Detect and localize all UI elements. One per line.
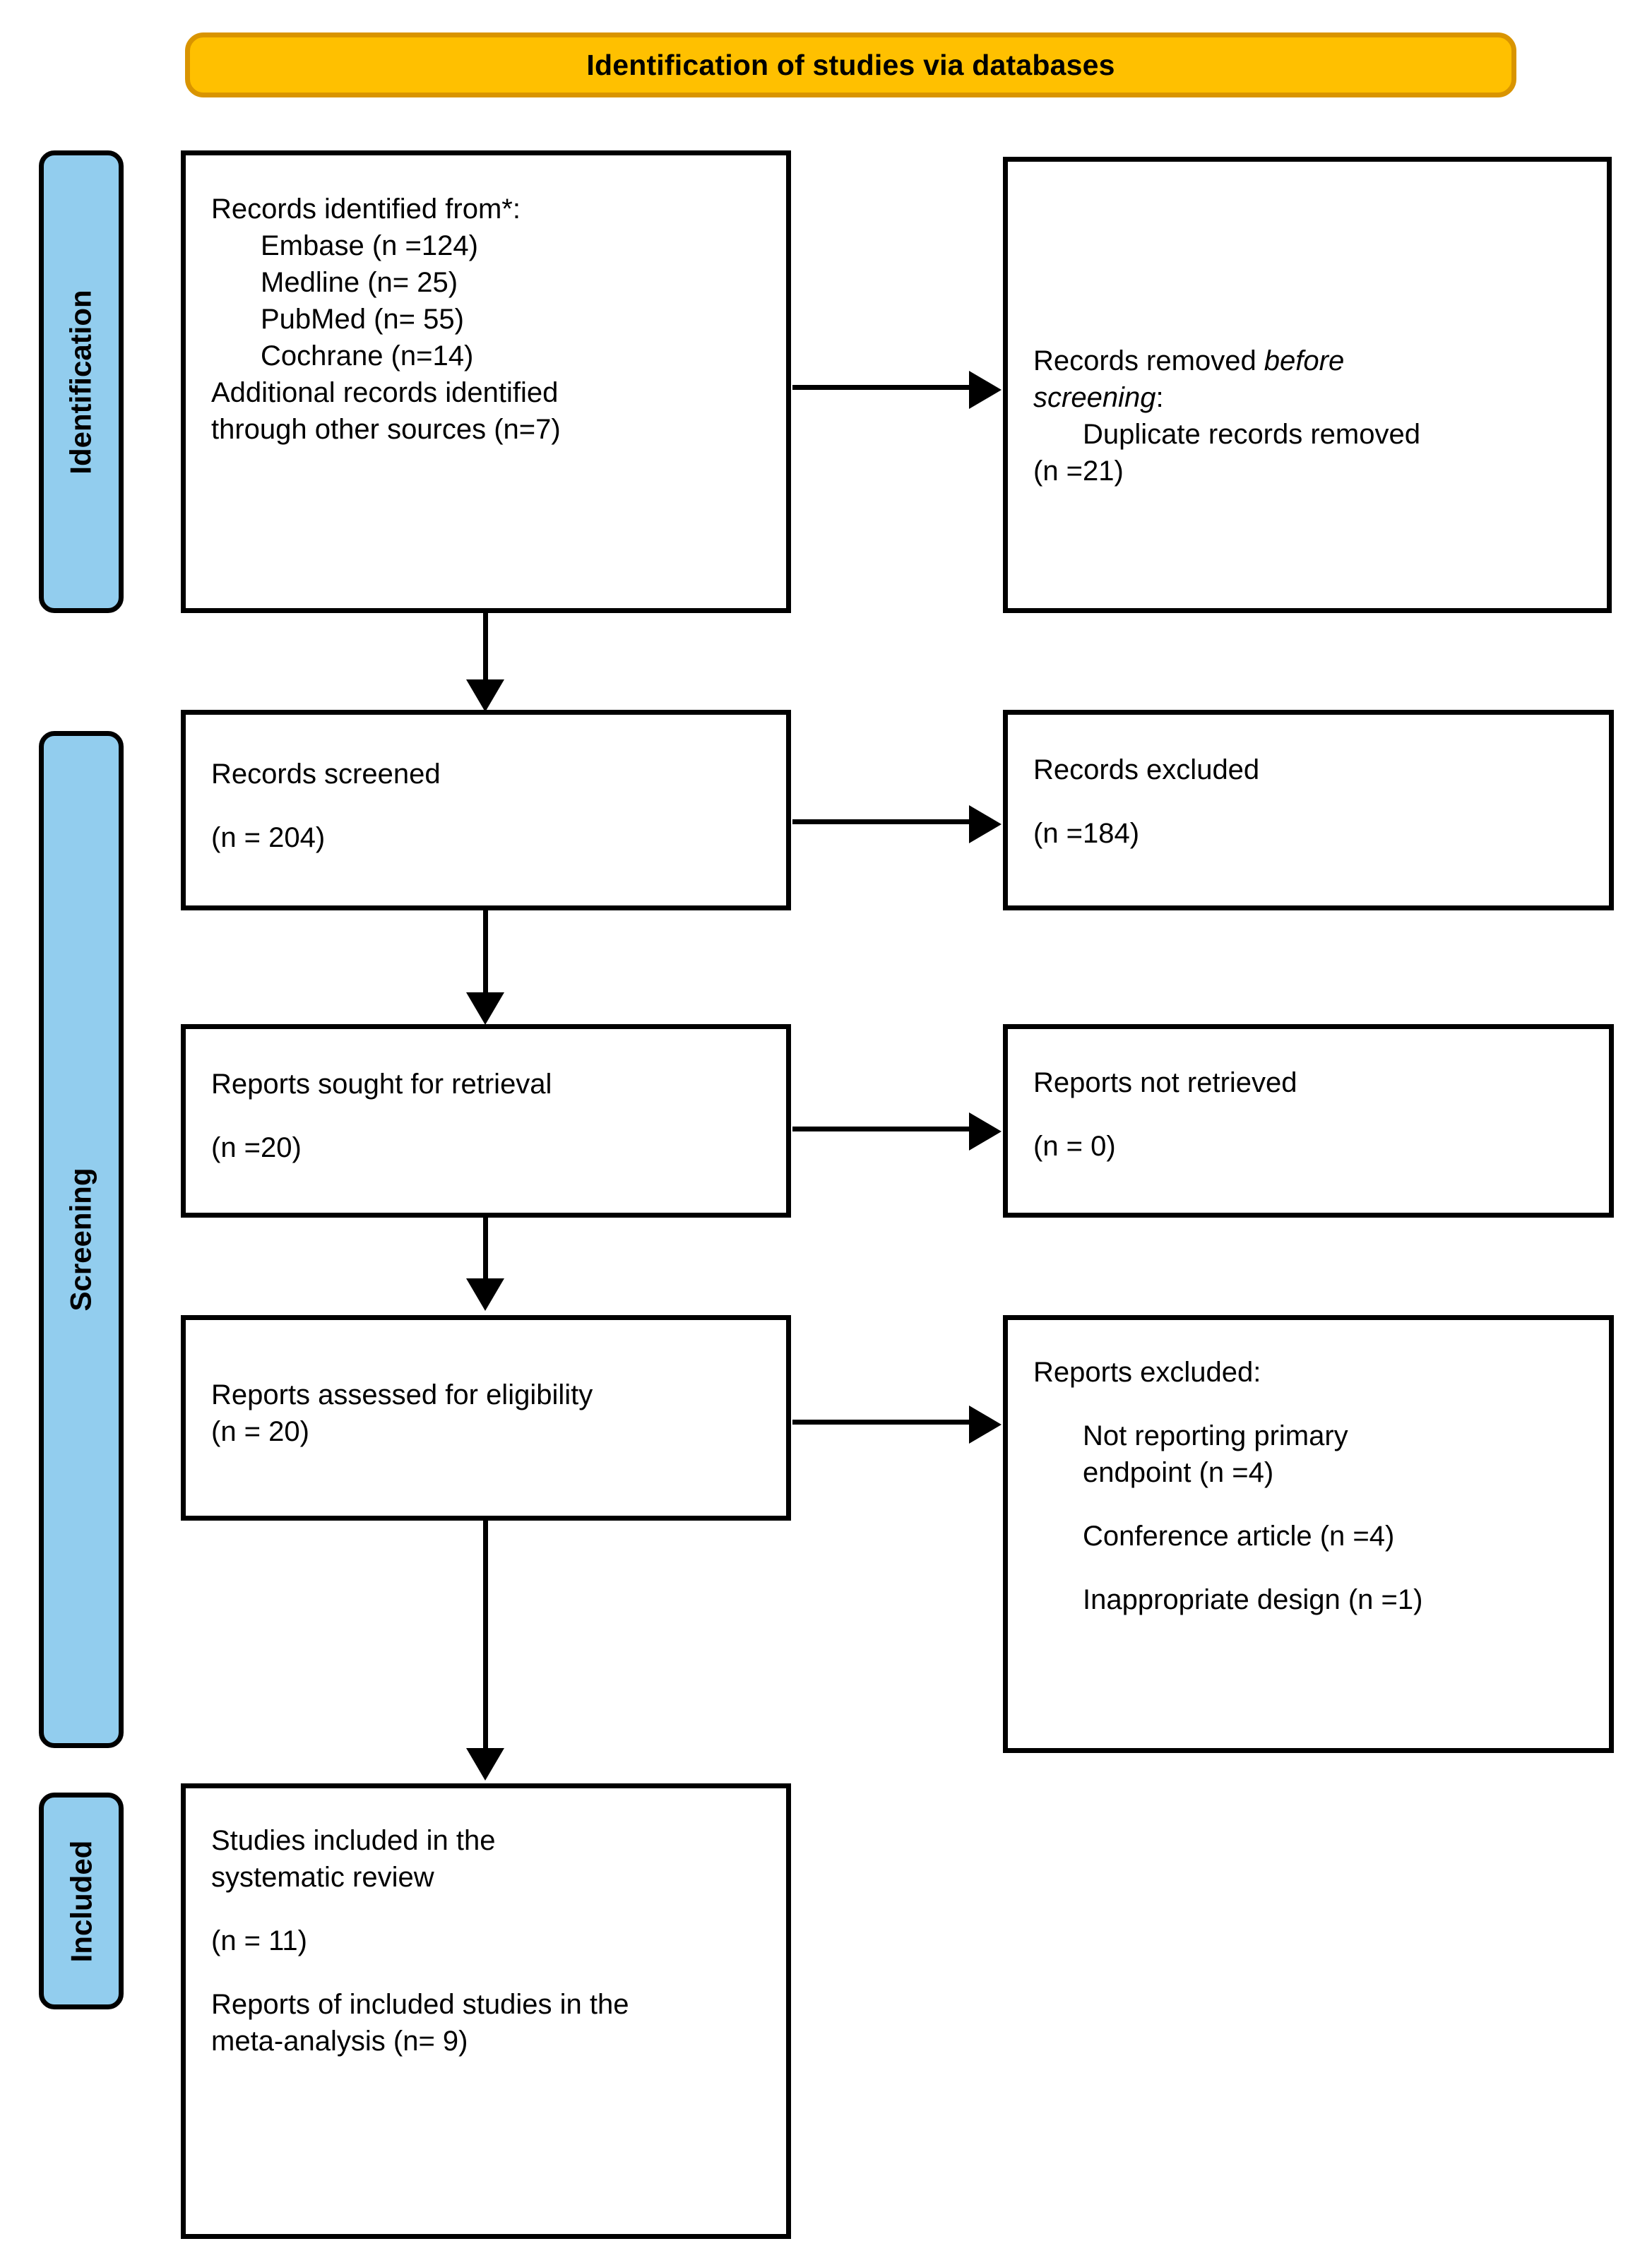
records-identified-heading: Records identified from*: — [211, 194, 521, 225]
stage-tab-identification-label: Identification — [64, 289, 97, 475]
reports-not-retrieved-count: (n = 0) — [1033, 1131, 1116, 1162]
studies-included-count-review: (n = 11) — [211, 1925, 307, 1956]
records-removed-heading-italic-screening: screening — [1033, 382, 1156, 413]
box-records-excluded-text: Records excluded (n =184) — [1033, 751, 1593, 852]
connector-identified-to-removed-line — [792, 385, 970, 390]
box-reports-assessed-text: Reports assessed for eligibility (n = 20… — [211, 1377, 771, 1450]
box-reports-sought-for-retrieval: Reports sought for retrieval (n =20) — [181, 1024, 791, 1218]
connector-assessed-to-reportsexcluded-line — [792, 1420, 970, 1425]
records-screened-count: (n = 204) — [211, 822, 326, 853]
box-reports-excluded-text: Reports excluded: Not reporting primary … — [1033, 1354, 1593, 1618]
stage-tab-screening-label: Screening — [64, 1167, 98, 1312]
box-studies-included-text: Studies included in the systematic revie… — [211, 1822, 771, 2060]
spacer — [1033, 1391, 1593, 1418]
reports-sought-label: Reports sought for retrieval — [211, 1069, 552, 1100]
box-records-removed-before-screening: Records removed before screening: Duplic… — [1003, 157, 1612, 613]
stage-tab-identification: Identification — [39, 150, 124, 613]
records-removed-heading-italic-before: before — [1264, 345, 1345, 376]
stage-tab-screening: Screening — [39, 731, 124, 1748]
box-reports-assessed-for-eligibility: Reports assessed for eligibility (n = 20… — [181, 1315, 791, 1521]
box-records-screened-text: Records screened (n = 204) — [211, 756, 771, 856]
box-records-removed-text: Records removed before screening: Duplic… — [1033, 343, 1591, 489]
connector-screened-to-excluded-line — [792, 819, 970, 824]
studies-included-line2: systematic review — [211, 1862, 434, 1893]
connector-sought-to-assessed-arrowhead — [466, 1278, 504, 1311]
connector-screened-to-sought-line — [483, 910, 488, 997]
spacer — [1033, 1101, 1593, 1128]
reports-excluded-reason-1a: Not reporting primary — [1083, 1420, 1348, 1451]
reports-not-retrieved-label: Reports not retrieved — [1033, 1067, 1297, 1098]
records-identified-source-embase: Embase (n =124) — [261, 230, 478, 261]
box-studies-included: Studies included in the systematic revie… — [181, 1783, 791, 2239]
spacer — [211, 792, 771, 819]
connector-identified-to-removed-arrowhead — [969, 371, 1002, 409]
reports-excluded-reason-2: Conference article (n =4) — [1083, 1521, 1395, 1552]
records-removed-heading-plain: Records removed — [1033, 345, 1264, 376]
reports-excluded-reason-3: Inappropriate design (n =1) — [1083, 1584, 1423, 1615]
spacer — [211, 1896, 771, 1923]
connector-screened-to-sought-arrowhead — [466, 992, 504, 1025]
records-screened-label: Records screened — [211, 759, 441, 790]
box-reports-not-retrieved-text: Reports not retrieved (n = 0) — [1033, 1064, 1593, 1165]
box-records-identified-text: Records identified from*: Embase (n =124… — [211, 191, 771, 448]
diagram-header-banner: Identification of studies via databases — [185, 32, 1516, 97]
connector-sought-to-assessed-line — [483, 1218, 488, 1281]
studies-included-line3: Reports of included studies in the — [211, 1989, 629, 2020]
records-removed-detail-line2: (n =21) — [1033, 456, 1124, 487]
records-identified-source-medline: Medline (n= 25) — [261, 267, 458, 298]
records-identified-source-cochrane: Cochrane (n=14) — [261, 340, 474, 372]
spacer — [211, 1103, 771, 1129]
connector-sought-to-notretrieved-arrowhead — [969, 1112, 1002, 1151]
connector-identified-to-screened-line — [483, 613, 488, 684]
spacer — [1033, 1555, 1593, 1581]
banner-title: Identification of studies via databases — [586, 48, 1115, 81]
reports-excluded-reason-1b: endpoint (n =4) — [1083, 1457, 1274, 1488]
studies-included-line4: meta-analysis (n= 9) — [211, 2026, 468, 2057]
connector-assessed-to-included-line — [483, 1521, 488, 1751]
connector-sought-to-notretrieved-line — [792, 1127, 970, 1131]
records-identified-additional-line1: Additional records identified — [211, 377, 559, 408]
records-excluded-label: Records excluded — [1033, 754, 1260, 785]
connector-screened-to-excluded-arrowhead — [969, 805, 1002, 843]
records-identified-source-pubmed: PubMed (n= 55) — [261, 304, 464, 335]
box-records-excluded: Records excluded (n =184) — [1003, 710, 1614, 910]
records-excluded-count: (n =184) — [1033, 818, 1140, 849]
spacer — [1033, 788, 1593, 815]
records-removed-heading-colon: : — [1155, 382, 1164, 413]
box-reports-sought-text: Reports sought for retrieval (n =20) — [211, 1066, 771, 1166]
records-identified-additional-line2: through other sources (n=7) — [211, 414, 561, 445]
reports-excluded-heading: Reports excluded: — [1033, 1357, 1261, 1388]
stage-tab-included: Included — [39, 1793, 124, 2009]
reports-assessed-label: Reports assessed for eligibility — [211, 1379, 593, 1410]
box-reports-not-retrieved: Reports not retrieved (n = 0) — [1003, 1024, 1614, 1218]
box-records-identified: Records identified from*: Embase (n =124… — [181, 150, 791, 613]
connector-identified-to-screened-arrowhead — [466, 679, 504, 712]
studies-included-line1: Studies included in the — [211, 1825, 496, 1856]
stage-tab-included-label: Included — [64, 1840, 97, 1962]
reports-assessed-count: (n = 20) — [211, 1416, 309, 1447]
spacer — [211, 1959, 771, 1986]
reports-sought-count: (n =20) — [211, 1132, 302, 1163]
box-records-screened: Records screened (n = 204) — [181, 710, 791, 910]
connector-assessed-to-included-arrowhead — [466, 1748, 504, 1781]
records-removed-detail-line1: Duplicate records removed — [1083, 419, 1420, 450]
connector-assessed-to-reportsexcluded-arrowhead — [969, 1406, 1002, 1444]
box-reports-excluded: Reports excluded: Not reporting primary … — [1003, 1315, 1614, 1753]
spacer — [1033, 1491, 1593, 1518]
